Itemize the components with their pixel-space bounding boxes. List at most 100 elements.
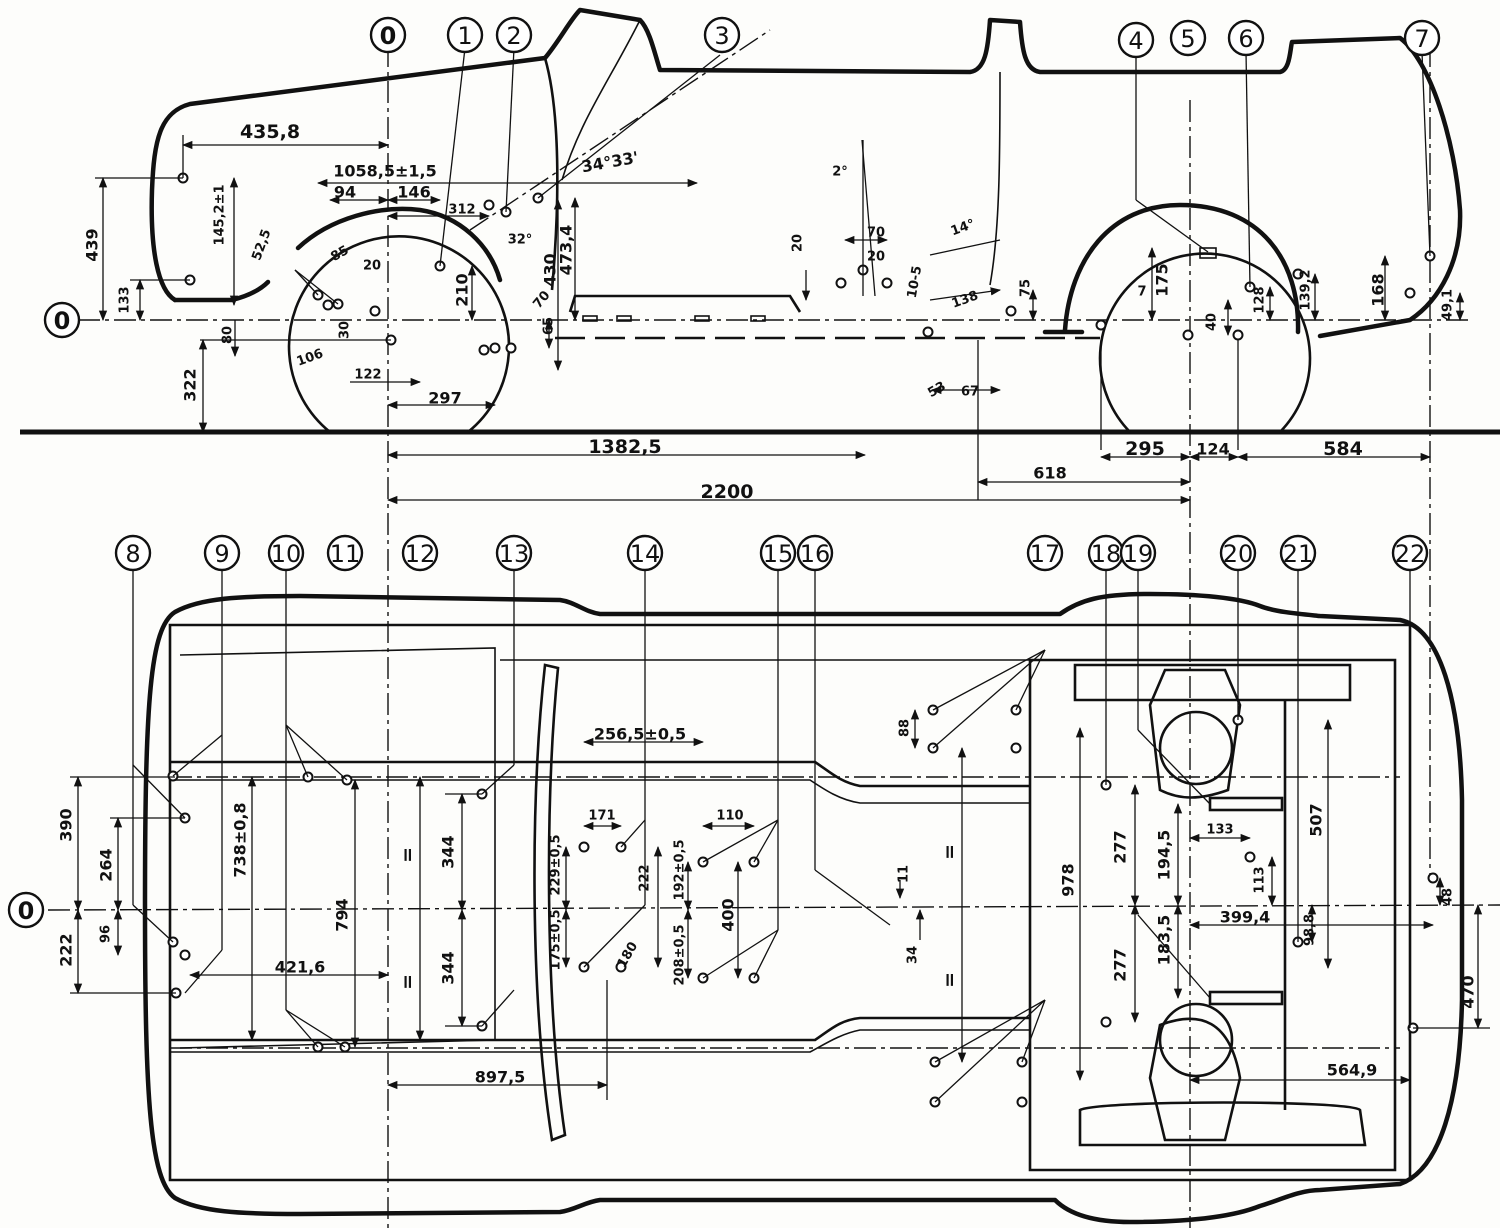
callout-bottom-circle [203, 534, 241, 572]
plan-dimension-label: 264 [97, 848, 116, 881]
callout-top-circle [495, 16, 533, 54]
plan-sill-upper [170, 760, 1030, 788]
callout-bottom-circle [759, 534, 797, 572]
side-dimension-label: 53 [925, 379, 948, 401]
callout-bottom-1: 9 [203, 534, 241, 572]
callout-top-1: 1 [446, 16, 484, 54]
rear-pillar [989, 71, 1001, 286]
plan-dimension-label: 507 [1307, 803, 1326, 836]
plan-dimension-label: 180 [615, 939, 642, 970]
plan-dimension-label: 48 [1441, 888, 1456, 906]
callout-bottom-14: 22 [1391, 534, 1429, 572]
callout-bottom-number: 20 [1223, 540, 1254, 568]
plan-dimension-label: 390 [57, 808, 76, 841]
callout-bottom-circle [1279, 534, 1317, 572]
plan-dimension-label: = [397, 974, 419, 990]
callout-bottom-7: 15 [759, 534, 797, 572]
callout-bottom-circle [114, 534, 152, 572]
plan-dimension-label: 88 [898, 719, 913, 737]
plan-dimension-labels: 256,5±0,539026496222738±0,8421,679434434… [57, 719, 1478, 1087]
side-dimension-label: 430 [541, 253, 560, 286]
callout-bottom-3: 11 [326, 534, 364, 572]
plan-dimension-label: 194,5 [1155, 830, 1174, 881]
side-body-outline [149, 7, 1463, 339]
callout-bottom-6: 14 [626, 534, 664, 572]
plan-rear-tub-lower [1078, 1101, 1367, 1147]
side-dimension-label: 439 [83, 228, 102, 261]
callout-top-7: 7 [1403, 19, 1441, 57]
side-dimension-label: 618 [1033, 464, 1066, 483]
plan-sill-upper-2 [170, 779, 1030, 804]
side-dimension-label: 122 [354, 368, 381, 383]
callout-top-circle [446, 16, 484, 54]
side-dimension-label: 40 [1205, 313, 1220, 331]
side-dimension-label: 30 [338, 321, 353, 339]
callout-bottom-number: 18 [1091, 540, 1122, 568]
plan-dimension-label: 229±0,5 [549, 834, 564, 895]
callout-top-4: 4 [1117, 21, 1155, 59]
callout-top-circle [1403, 19, 1441, 57]
plan-rear-bracket-top [1208, 796, 1284, 812]
plan-dimension-label: 175±0,5 [549, 909, 564, 970]
angle-line [469, 29, 771, 231]
callout-top-circle [1169, 19, 1207, 57]
plan-bulkhead [533, 663, 567, 1142]
callout-bottom-8: 16 [796, 534, 834, 572]
callout-top-number: 5 [1180, 25, 1195, 53]
callout-top-circle [1117, 21, 1155, 59]
plan-dimension-label: 738±0,8 [231, 802, 250, 877]
side-dimension-label: 138 [950, 288, 981, 311]
plan-dimension-label: 421,6 [275, 958, 326, 977]
callout-top-number: 3 [714, 22, 729, 50]
axis-marker-circle [7, 891, 45, 929]
callout-bottom-number: 12 [405, 540, 436, 568]
side-dimension-label: 312 [448, 203, 475, 218]
plan-dimension-label: 133 [1206, 823, 1233, 838]
side-dimension-label: 145,2±1 [213, 184, 228, 245]
plan-dimension-label: 98,8 [1303, 914, 1318, 946]
callout-top-3: 3 [703, 16, 741, 54]
plan-dimension-label: 978 [1059, 863, 1078, 896]
side-dimension-label: 70 [530, 288, 553, 312]
callout-bottom-4: 12 [401, 534, 439, 572]
callout-bottom-circle [326, 534, 364, 572]
callout-top-circle [369, 16, 407, 54]
side-dimension-label: 20 [363, 259, 381, 274]
callout-bottom-circle [796, 534, 834, 572]
plan-spring-top [1158, 710, 1234, 786]
plan-axis-zero [47, 904, 1500, 911]
side-dimension-label: 106 [295, 346, 326, 369]
plan-dimension-label: 171 [588, 809, 615, 824]
axis-marker-1: 0 [7, 891, 45, 929]
callout-bottom-circle [495, 534, 533, 572]
plan-body-inner [168, 623, 1412, 1182]
side-dimension-label: 473,4 [557, 225, 576, 276]
plan-frame-left [179, 647, 496, 1049]
axis-marker-0: 0 [43, 301, 81, 339]
plan-leaders [132, 565, 1411, 1103]
plan-view: 256,5±0,539026496222738±0,8421,679434434… [47, 565, 1500, 1225]
plan-rear-frame [1028, 658, 1397, 1172]
callout-bottom-11: 19 [1119, 534, 1157, 572]
callout-bottom-number: 19 [1123, 540, 1154, 568]
side-dimension-label: 322 [181, 368, 200, 401]
callout-top-0: 0 [369, 16, 407, 54]
side-dimension-label: 295 [1125, 438, 1165, 460]
callout-top-number: 6 [1238, 25, 1253, 53]
callout-bottom-number: 14 [630, 540, 661, 568]
callout-bottom-circle [267, 534, 305, 572]
callout-bottom-number: 11 [330, 540, 361, 568]
side-dimension-label: 210 [453, 273, 472, 306]
callout-bottom-10: 18 [1087, 534, 1125, 572]
plan-dimension-label: 96 [99, 925, 114, 943]
callout-bottom-number: 17 [1030, 540, 1061, 568]
plan-dimension-label: 256,5±0,5 [594, 725, 686, 744]
side-dimension-label: 124 [1196, 440, 1229, 459]
callout-bottom-number: 10 [271, 540, 302, 568]
callout-bottom-9: 17 [1026, 534, 1064, 572]
plan-dimension-label: = [397, 847, 419, 863]
